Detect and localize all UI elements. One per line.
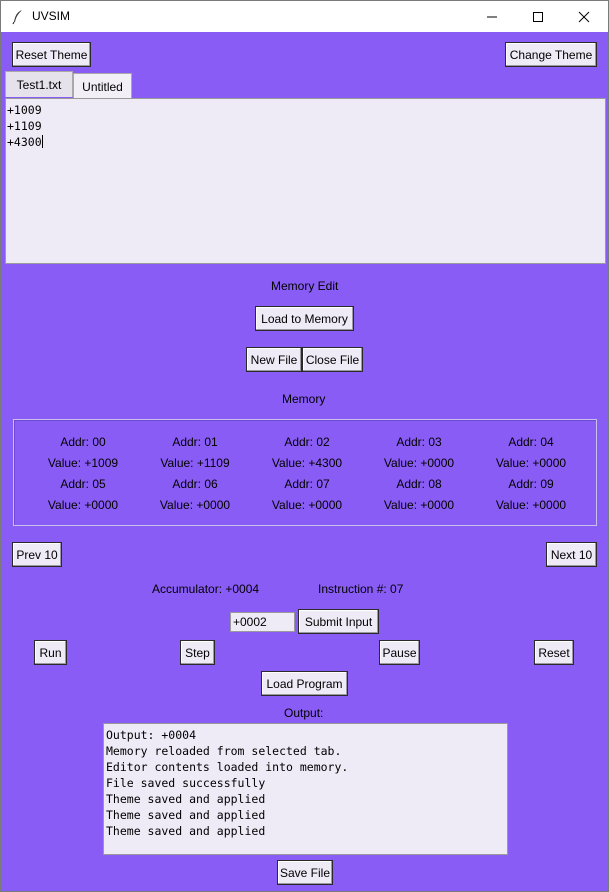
- load-to-memory-button[interactable]: Load to Memory: [255, 306, 354, 331]
- code-editor[interactable]: +1009 +1109 +4300: [5, 98, 606, 264]
- memory-grid: Addr: 00 Value: +1009 Addr: 01 Value: +1…: [13, 419, 597, 526]
- instruction-counter-label: Instruction #: 07: [318, 582, 404, 596]
- output-line: Theme saved and applied: [106, 792, 266, 806]
- memory-addr: Addr: 05: [60, 477, 106, 491]
- tab-test1[interactable]: Test1.txt: [5, 71, 73, 97]
- user-input-field[interactable]: +0002: [230, 612, 295, 632]
- step-button[interactable]: Step: [180, 640, 215, 665]
- reset-theme-button[interactable]: Reset Theme: [12, 42, 91, 67]
- memory-value: Value: +0000: [383, 498, 455, 512]
- close-window-button[interactable]: [561, 1, 607, 32]
- editor-line: +4300: [7, 135, 42, 149]
- tab-untitled[interactable]: Untitled: [73, 73, 132, 99]
- memory-value: Value: +0000: [495, 456, 567, 470]
- maximize-icon: [533, 11, 543, 22]
- memory-edit-heading: Memory Edit: [271, 279, 339, 293]
- memory-addr: Addr: 01: [172, 435, 218, 449]
- save-file-button[interactable]: Save File: [277, 860, 333, 885]
- memory-value: Value: +0000: [383, 456, 455, 470]
- output-line: File saved successfully: [106, 776, 266, 790]
- memory-value: Value: +1009: [47, 456, 119, 470]
- memory-addr: Addr: 04: [508, 435, 554, 449]
- window-title: UVSIM: [32, 9, 71, 23]
- memory-heading: Memory: [282, 392, 326, 406]
- memory-value: Value: +0000: [271, 498, 343, 512]
- memory-addr: Addr: 09: [508, 477, 554, 491]
- memory-value: Value: +0000: [159, 498, 231, 512]
- output-line: Editor contents loaded into memory.: [106, 760, 349, 774]
- memory-value: Value: +1109: [160, 456, 230, 470]
- output-line: Memory reloaded from selected tab.: [106, 744, 342, 758]
- memory-value: Value: +0000: [47, 498, 119, 512]
- run-button[interactable]: Run: [34, 640, 67, 665]
- close-file-button[interactable]: Close File: [302, 347, 363, 372]
- memory-addr: Addr: 02: [284, 435, 330, 449]
- editor-line: +1109: [7, 119, 42, 133]
- next-10-button[interactable]: Next 10: [546, 542, 597, 567]
- memory-addr: Addr: 08: [396, 477, 442, 491]
- prev-10-button[interactable]: Prev 10: [12, 542, 62, 567]
- new-file-button[interactable]: New File: [246, 347, 302, 372]
- output-console[interactable]: Output: +0004 Memory reloaded from selec…: [103, 723, 508, 855]
- memory-addr: Addr: 07: [284, 477, 330, 491]
- minimize-icon: [487, 16, 497, 17]
- pause-button[interactable]: Pause: [379, 640, 420, 665]
- memory-addr: Addr: 03: [396, 435, 442, 449]
- title-bar[interactable]: UVSIM: [1, 1, 608, 32]
- memory-value: Value: +0000: [495, 498, 567, 512]
- memory-addr: Addr: 06: [172, 477, 218, 491]
- output-line: Output: +0004: [106, 728, 197, 742]
- maximize-button[interactable]: [515, 1, 561, 32]
- editor-line: +1009: [7, 103, 42, 117]
- output-line: Theme saved and applied: [106, 808, 266, 822]
- close-icon: [578, 11, 590, 22]
- memory-addr: Addr: 00: [60, 435, 106, 449]
- change-theme-button[interactable]: Change Theme: [505, 42, 597, 67]
- text-caret: [41, 135, 43, 148]
- load-program-button[interactable]: Load Program: [261, 671, 348, 696]
- output-heading: Output:: [284, 706, 324, 720]
- feather-icon: [11, 9, 25, 25]
- accumulator-label: Accumulator: +0004: [152, 582, 260, 596]
- minimize-button[interactable]: [469, 1, 515, 32]
- memory-value: Value: +4300: [271, 456, 343, 470]
- submit-input-button[interactable]: Submit Input: [298, 609, 379, 634]
- reset-button[interactable]: Reset: [534, 640, 574, 665]
- output-line: Theme saved and applied: [106, 824, 266, 838]
